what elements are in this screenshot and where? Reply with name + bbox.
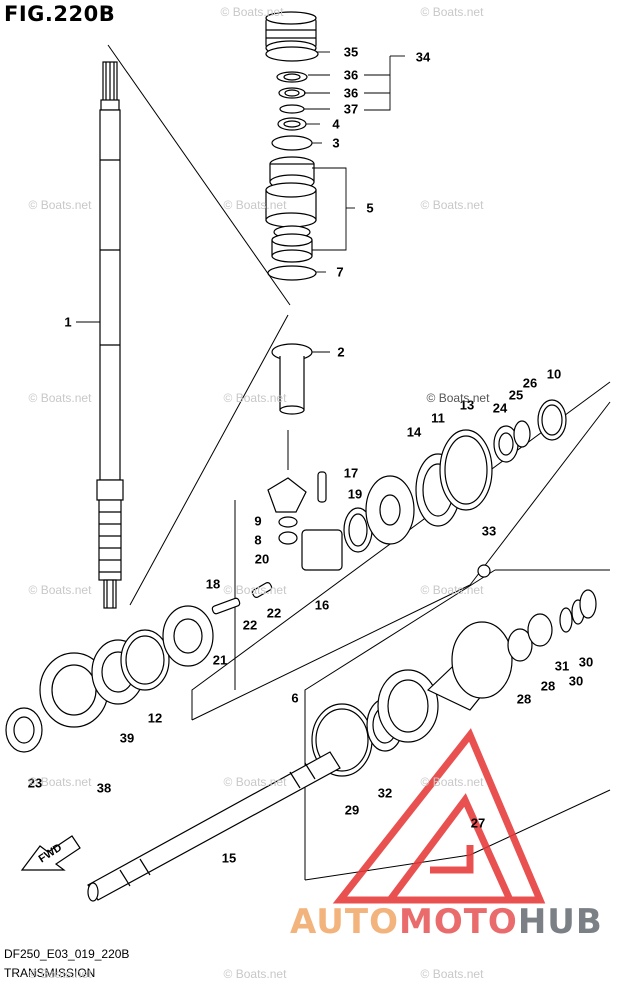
callout-25: 25 xyxy=(508,387,524,403)
callout-20: 20 xyxy=(254,551,270,567)
drive-shaft xyxy=(96,61,124,609)
callout-19: 19 xyxy=(347,486,363,502)
figure-code: DF250_E03_019_220B xyxy=(4,947,130,961)
callout-15: 15 xyxy=(221,850,237,866)
top-bearing-stack xyxy=(265,11,319,281)
callout-14: 14 xyxy=(406,424,422,440)
callout-5: 5 xyxy=(366,200,374,216)
callout-leaders xyxy=(76,51,405,353)
triangle-logo-icon xyxy=(332,728,546,904)
left-bearing-group xyxy=(5,629,170,753)
watermark-text: © Boats.net xyxy=(28,583,92,597)
figure-title: FIG.220B xyxy=(4,2,116,26)
callout-39: 39 xyxy=(119,730,135,746)
assembly-frame-lines xyxy=(107,44,611,881)
callout-21: 21 xyxy=(212,652,228,668)
callout-28: 28 xyxy=(516,691,532,707)
callout-30: 30 xyxy=(568,673,584,689)
callout-17: 17 xyxy=(343,465,359,481)
callout-18: 18 xyxy=(205,576,221,592)
watermark-text: © Boats.net xyxy=(420,775,484,789)
callout-10: 10 xyxy=(546,366,562,382)
callout-34: 34 xyxy=(415,49,431,65)
callout-1: 1 xyxy=(64,314,72,330)
callout-23: 23 xyxy=(27,775,43,791)
callout-31: 31 xyxy=(554,658,570,674)
propeller-housing xyxy=(311,589,597,777)
callout-26: 26 xyxy=(522,375,538,391)
propeller-shaft xyxy=(87,751,341,902)
callout-32: 32 xyxy=(377,785,393,801)
watermark-text: © Boats.net xyxy=(28,391,92,405)
callout-27: 27 xyxy=(470,815,486,831)
callout-2: 2 xyxy=(337,344,345,360)
brand-auto: AUTO xyxy=(290,902,399,942)
callout-4: 4 xyxy=(332,116,340,132)
watermark-text: © Boats.net xyxy=(420,5,484,19)
callout-16: 16 xyxy=(314,597,330,613)
callout-11: 11 xyxy=(431,410,445,426)
sleeve xyxy=(271,343,313,415)
callout-33: 33 xyxy=(481,523,497,539)
callout-22: 22 xyxy=(242,617,258,633)
figure-name: TRANSMISSION xyxy=(4,966,96,980)
watermark-text: © Boats.net xyxy=(420,583,484,597)
callout-38: 38 xyxy=(96,780,112,796)
watermark-text: © Boats.net xyxy=(28,775,92,789)
brand-wordmark: AUTOMOTOHUB xyxy=(290,905,603,939)
watermark-text: © Boats.net xyxy=(28,198,92,212)
watermark-text: © Boats.net xyxy=(220,5,284,19)
watermark-text: © Boats.net xyxy=(223,967,287,981)
callout-7: 7 xyxy=(336,264,344,280)
callout-36: 36 xyxy=(343,85,359,101)
brand-hub: HUB xyxy=(517,902,603,942)
callout-35: 35 xyxy=(343,44,359,60)
callout-12: 12 xyxy=(147,710,163,726)
watermark-text: © Boats.net xyxy=(223,583,287,597)
watermark-text: © Boats.net xyxy=(223,198,287,212)
brand-moto: MOTO xyxy=(398,902,518,942)
callout-9: 9 xyxy=(254,513,262,529)
callout-29: 29 xyxy=(344,802,360,818)
callout-8: 8 xyxy=(254,532,262,548)
callout-37: 37 xyxy=(343,101,359,117)
watermark-text: © Boats.net xyxy=(223,391,287,405)
callout-22: 22 xyxy=(266,605,282,621)
watermark-text-dark: © Boats.net xyxy=(426,391,490,405)
callout-6: 6 xyxy=(291,690,299,706)
callout-36: 36 xyxy=(343,67,359,83)
watermark-text: © Boats.net xyxy=(28,967,92,981)
fwd-arrow-icon xyxy=(20,835,81,871)
watermark-text: © Boats.net xyxy=(223,775,287,789)
watermark-text: © Boats.net xyxy=(420,967,484,981)
gear-set xyxy=(162,399,567,667)
watermark-text: © Boats.net xyxy=(420,198,484,212)
callout-30: 30 xyxy=(578,654,594,670)
callout-24: 24 xyxy=(492,400,508,416)
callout-28: 28 xyxy=(540,678,556,694)
callout-13: 13 xyxy=(459,397,475,413)
callout-3: 3 xyxy=(332,135,340,151)
